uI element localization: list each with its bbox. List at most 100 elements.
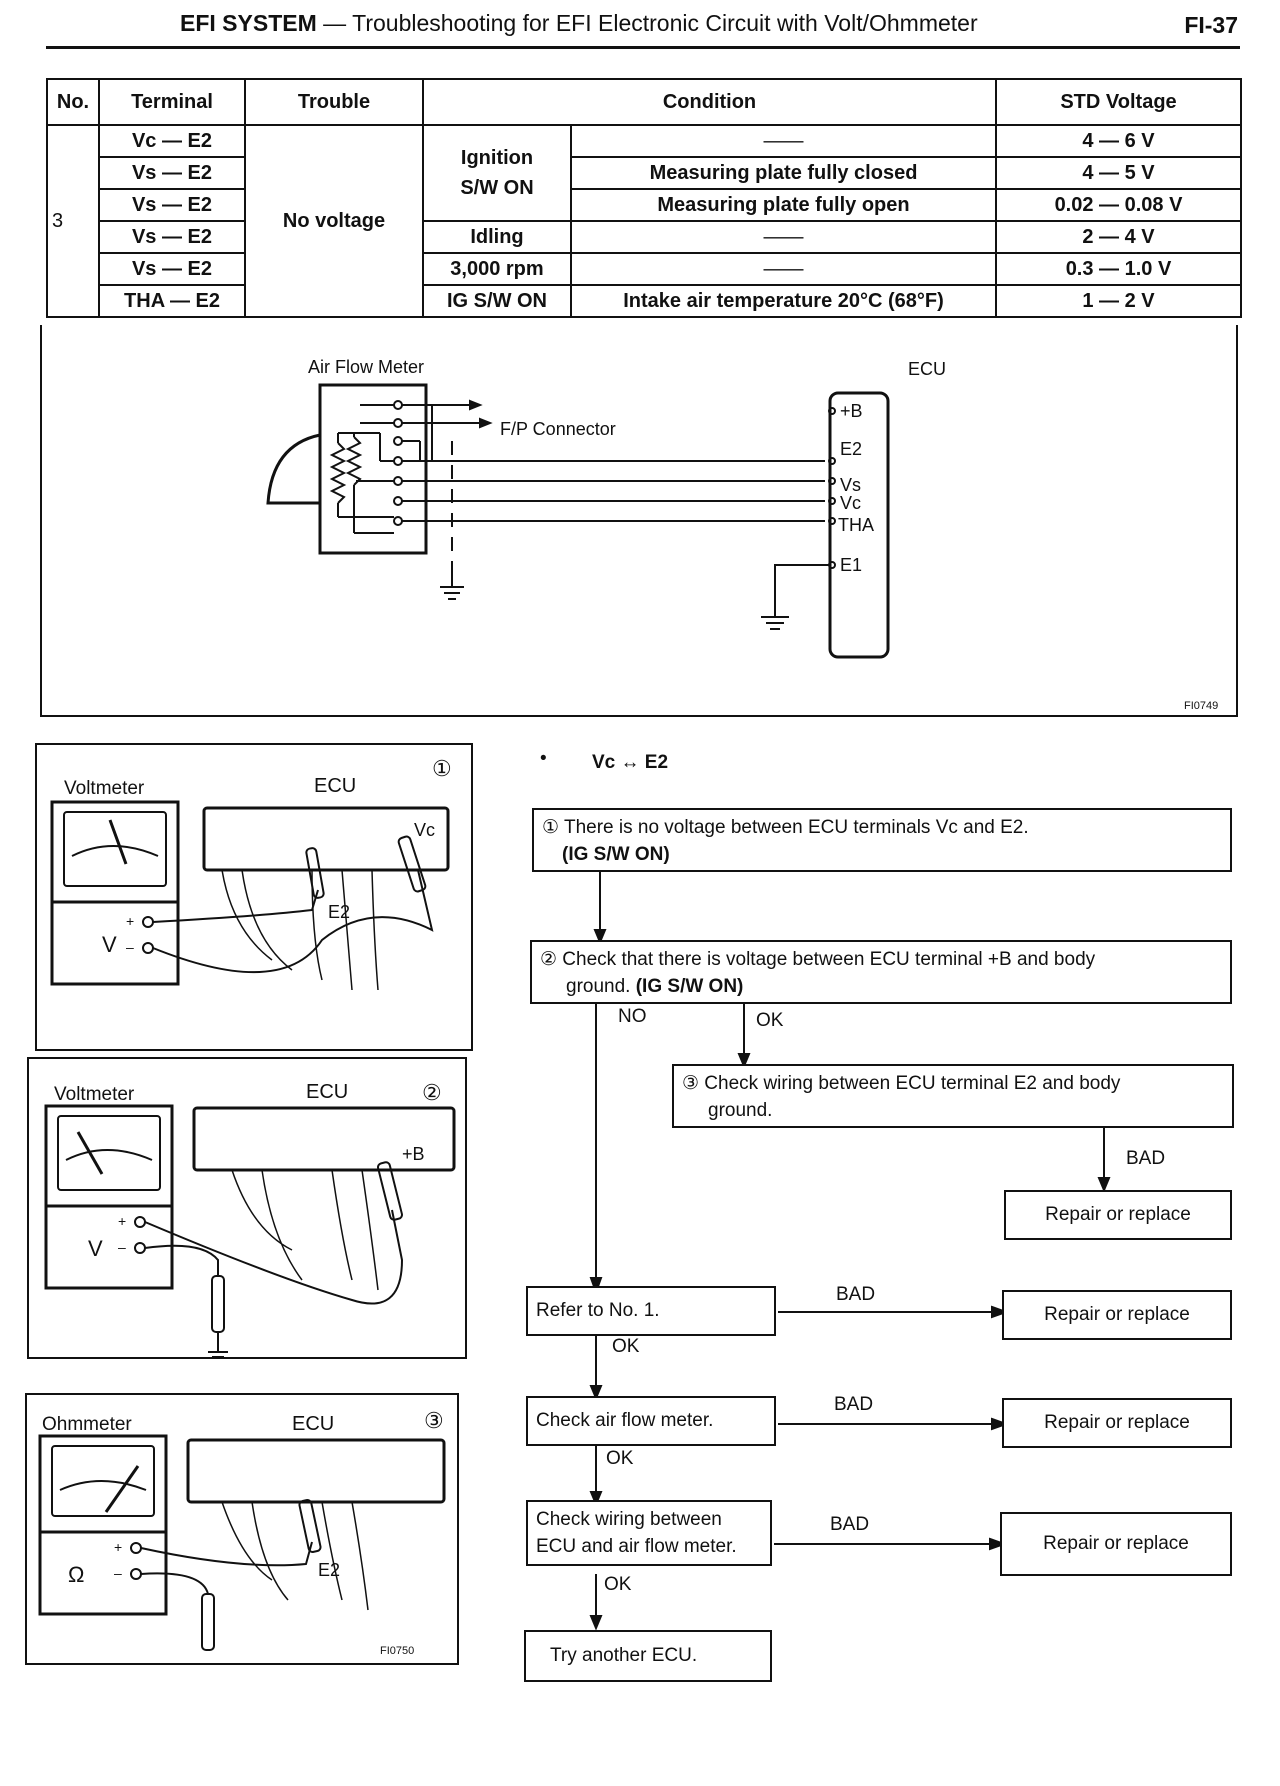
terminal-cell: Vs — E2 (98, 156, 246, 190)
header-rule (46, 46, 1240, 49)
panel-voltmeter-vc: Voltmeter ECU ① V + – Vc E2 (35, 743, 473, 1051)
step2-text-b: ground. (566, 976, 631, 997)
panel-probe-label: +B (402, 1144, 425, 1164)
condition-rpm: 3,000 rpm (422, 252, 572, 286)
panels-fig-code: FI0750 (380, 1645, 414, 1657)
flow-step3: ③ Check wiring between ECU terminal E2 a… (672, 1064, 1234, 1128)
page-subtitle: Troubleshooting for EFI Electronic Circu… (352, 10, 978, 36)
condition-cell: —— (570, 124, 997, 158)
voltage-cell: 2 — 4 V (995, 220, 1242, 254)
col-condition: Condition (422, 78, 997, 126)
panel-number: ③ (424, 1408, 444, 1433)
voltage-cell: 1 — 2 V (995, 284, 1242, 318)
svg-text:–: – (118, 1239, 126, 1255)
flowchart-connectors (589, 870, 1111, 1631)
circuit-diagram: Air Flow Meter ECU F/P Connector +B E2 V… (266, 357, 1218, 712)
repair-box: Repair or replace (1002, 1290, 1232, 1340)
panel-probe-label: Vc (414, 820, 435, 840)
panel-number: ① (432, 756, 452, 781)
circuit-fig-code: FI0749 (1184, 700, 1218, 712)
ecu-connector (202, 806, 450, 872)
col-std-voltage: STD Voltage (995, 78, 1242, 126)
repair-box: Repair or replace (1002, 1398, 1232, 1448)
table-row: Vs — E2 Idling —— 2 — 4 V (47, 220, 1242, 254)
check-wiring-line2: ECU and air flow meter. (536, 1536, 737, 1557)
ecu-terminal-tha: THA (838, 515, 874, 535)
panel-voltmeter-b: Voltmeter ECU ② V + – +B (27, 1057, 467, 1359)
table-row: Vs — E2 Measuring plate fully open 0.02 … (47, 188, 1242, 222)
svg-text:–: – (114, 1565, 122, 1581)
label-no: NO (618, 1006, 647, 1027)
ignition-line2: S/W ON (460, 177, 534, 199)
condition-idling: Idling (422, 220, 572, 254)
condition-cell: —— (570, 252, 997, 286)
step2-condition: (IG S/W ON) (635, 976, 744, 997)
ecu-terminal-vs: Vs (840, 475, 861, 495)
trouble-cell: No voltage (244, 124, 424, 318)
terminal-cell: Vs — E2 (98, 252, 246, 286)
section-title: EFI SYSTEM (180, 10, 317, 36)
air-flow-meter-flap (266, 433, 321, 505)
svg-text:+: + (114, 1539, 122, 1555)
panel-ecu-label: ECU (306, 1081, 348, 1103)
circuit-frame (40, 325, 1238, 717)
flow-bullet: • (540, 748, 547, 769)
flow-refer: Refer to No. 1. (526, 1286, 776, 1336)
flow-step2: ② Check that there is voltage between EC… (530, 940, 1232, 1004)
page-title: EFI SYSTEM — Troubleshooting for EFI Ele… (180, 10, 978, 37)
col-terminal: Terminal (98, 78, 246, 126)
voltage-cell: 0.3 — 1.0 V (995, 252, 1242, 286)
label-bad: BAD (834, 1394, 874, 1415)
ignition-line1: Ignition (460, 147, 534, 169)
air-flow-meter-box (318, 383, 428, 555)
ecu-terminal-+b: +B (840, 401, 863, 421)
label-bad: BAD (830, 1514, 870, 1535)
page-number: FI-37 (1184, 12, 1238, 38)
label-ok: OK (606, 1448, 634, 1469)
panel-meter-label: Voltmeter (54, 1084, 135, 1105)
table-row: Vs — E2 Measuring plate fully closed 4 —… (47, 156, 1242, 190)
panel-ecu-label: ECU (292, 1413, 334, 1435)
col-trouble: Trouble (244, 78, 424, 126)
label-bad: BAD (836, 1284, 876, 1305)
check-wiring-line1: Check wiring between (536, 1509, 722, 1530)
panel-ohmmeter-e2: Ohmmeter ECU ③ Ω + – E2 FI0750 (25, 1393, 459, 1665)
ecu-box (828, 391, 890, 659)
ecu-terminal-e2: E2 (840, 439, 862, 459)
terminal-cell: Vc — E2 (98, 124, 246, 158)
panel-meter-symbol: V (88, 1236, 103, 1261)
label-ok: OK (756, 1010, 784, 1031)
svg-text:+: + (118, 1213, 126, 1229)
step3-text-b: ground. (708, 1100, 773, 1121)
panel-probe2-label: E2 (328, 902, 350, 922)
flow-title: Vc ↔ E2 (592, 752, 669, 773)
panel-ecu-label: ECU (314, 775, 356, 797)
condition-cell: Measuring plate fully closed (570, 156, 997, 190)
repair-box: Repair or replace (1000, 1512, 1232, 1576)
repair-box: Repair or replace (1004, 1190, 1232, 1240)
voltage-cell: 0.02 — 0.08 V (995, 188, 1242, 222)
panel-number: ② (422, 1080, 442, 1105)
ecu-terminal-e1: E1 (840, 555, 862, 575)
ecu-connector (192, 1106, 456, 1172)
step3-text: ③ Check wiring between ECU terminal E2 a… (682, 1073, 1121, 1094)
condition-igsw: IG S/W ON (422, 284, 572, 318)
panel-meter-label: Voltmeter (64, 778, 145, 799)
panel-meter-symbol: V (102, 932, 117, 957)
ecu-label: ECU (908, 359, 946, 379)
flow-check-afm: Check air flow meter. (526, 1396, 776, 1446)
label-bad: BAD (1126, 1148, 1166, 1169)
title-dash: — (316, 10, 353, 36)
afm-label: Air Flow Meter (308, 357, 424, 377)
step1-text: ① There is no voltage between ECU termin… (542, 817, 1029, 838)
voltage-cell: 4 — 6 V (995, 124, 1242, 158)
fp-connector-label: F/P Connector (500, 419, 616, 439)
table-row: THA — E2 IG S/W ON Intake air temperatur… (47, 284, 1242, 318)
flow-try-ecu: Try another ECU. (524, 1630, 772, 1682)
col-no: No. (46, 78, 100, 126)
table-row: Vs — E2 3,000 rpm —— 0.3 — 1.0 V (47, 252, 1242, 286)
measurement-panels: Voltmeter ECU ① V + – Vc E2 Voltmeter EC… (25, 743, 473, 1665)
svg-text:+: + (126, 913, 134, 929)
